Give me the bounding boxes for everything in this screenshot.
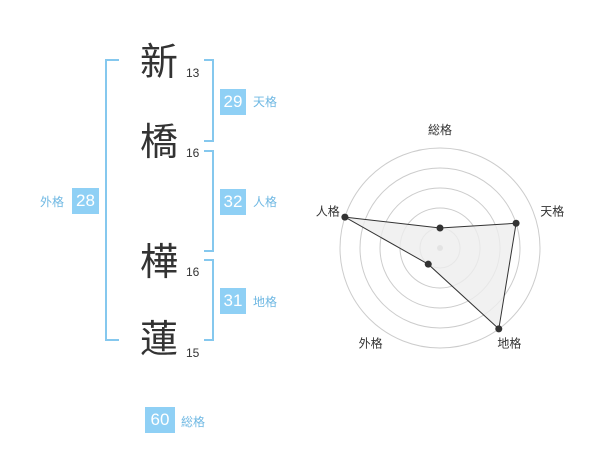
radar-grid-ring bbox=[359, 167, 521, 329]
radar-data-point bbox=[341, 213, 349, 221]
chikaku-value: 31 bbox=[220, 288, 246, 314]
radar-axis-label: 天格 bbox=[540, 204, 564, 219]
name-char-2: 橋 bbox=[140, 120, 179, 164]
chikaku-bracket bbox=[204, 259, 214, 341]
name-char-3: 樺 bbox=[140, 240, 179, 284]
radar-data-point bbox=[495, 325, 503, 333]
stroke-count-4: 15 bbox=[186, 346, 200, 360]
name-char-1: 新 bbox=[140, 40, 179, 84]
stroke-count-2: 16 bbox=[186, 146, 200, 160]
name-char-4: 蓮 bbox=[140, 317, 179, 361]
gaikaku-label: 外格 bbox=[40, 195, 65, 209]
gaikaku-value: 28 bbox=[72, 188, 99, 214]
radar-data-point bbox=[424, 260, 432, 268]
radar-axis-label: 外格 bbox=[359, 335, 383, 350]
jinkaku-value: 32 bbox=[220, 189, 246, 215]
radar-data-point bbox=[512, 219, 520, 227]
radar-data-point bbox=[436, 224, 444, 232]
tenkaku-value: 29 bbox=[220, 89, 246, 115]
soukaku-value: 60 bbox=[145, 407, 175, 433]
radar-series-area bbox=[344, 216, 517, 330]
tenkaku-bracket bbox=[204, 59, 214, 142]
stroke-count-1: 13 bbox=[186, 66, 200, 80]
radar-axis-label: 人格 bbox=[316, 204, 340, 219]
stroke-count-3: 16 bbox=[186, 265, 200, 279]
tenkaku-label: 天格 bbox=[253, 95, 278, 109]
soukaku-label: 総格 bbox=[181, 415, 206, 429]
radar-axis-label: 総格 bbox=[428, 122, 452, 137]
jinkaku-bracket bbox=[204, 150, 214, 252]
chikaku-label: 地格 bbox=[253, 295, 278, 309]
gaikaku-bracket bbox=[105, 59, 119, 341]
radar-grid-ring bbox=[339, 147, 541, 349]
jinkaku-label: 人格 bbox=[253, 195, 278, 209]
radar-axis-label: 地格 bbox=[497, 335, 521, 350]
